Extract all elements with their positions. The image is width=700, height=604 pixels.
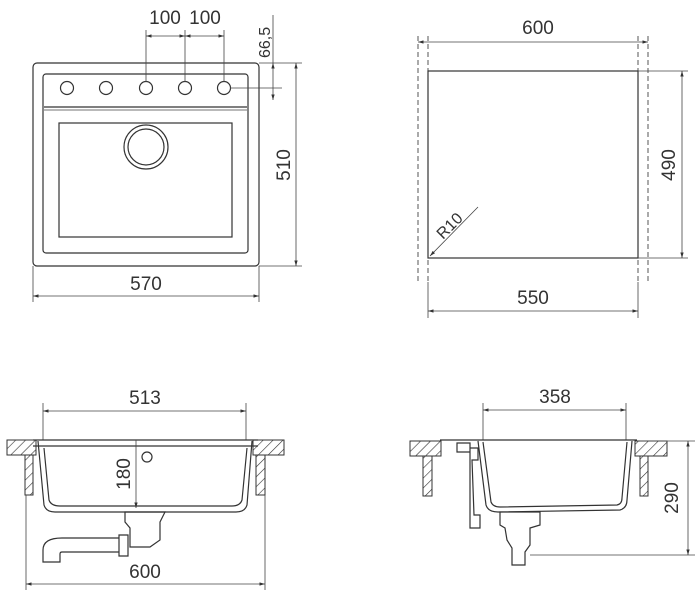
tap-hole xyxy=(98,80,114,96)
dim-overall-depth-290: 290 xyxy=(662,482,683,514)
drain-inner xyxy=(127,128,165,166)
tap-holes xyxy=(59,80,232,96)
cabinet-wall-left xyxy=(422,455,433,497)
dim-tap-spacing-1: 100 xyxy=(149,8,181,29)
dim-outer-width-600: 600 xyxy=(522,18,554,39)
front-section-view: 513 180 600 xyxy=(6,388,285,590)
tap-hole xyxy=(216,80,232,96)
dim-bowl-width-358: 358 xyxy=(539,387,571,408)
drain-outer xyxy=(123,124,169,170)
cutout-outline xyxy=(427,70,639,259)
drain-trap xyxy=(499,511,541,566)
dim-inner-width-550: 550 xyxy=(517,288,549,309)
dim-tap-spacing-2: 100 xyxy=(189,8,221,29)
bowl-section xyxy=(477,440,633,513)
sink-rim xyxy=(33,439,258,447)
dim-bowl-depth-180: 180 xyxy=(114,458,135,490)
cabinet-wall-right xyxy=(639,455,649,497)
tap-hole xyxy=(138,80,154,96)
drain-trap xyxy=(124,511,166,548)
bowl-section xyxy=(37,440,253,513)
countertop-right xyxy=(252,439,285,456)
tap-hole xyxy=(59,80,75,96)
top-view: 100 100 66,5 510 570 xyxy=(32,8,302,302)
deck-outline xyxy=(42,73,249,254)
overflow-pipe xyxy=(456,442,481,529)
dim-corner-radius: R10 xyxy=(434,210,467,243)
tap-hole xyxy=(177,80,193,96)
countertop-left xyxy=(6,439,37,456)
bowl-outline xyxy=(58,122,233,238)
dim-tap-offset: 66,5 xyxy=(257,27,274,58)
dim-depth-490: 490 xyxy=(659,149,680,181)
dim-bowl-width-513: 513 xyxy=(129,388,161,409)
dim-overall-width-600: 600 xyxy=(129,562,161,583)
countertop-left xyxy=(409,440,442,457)
waste-pipe xyxy=(42,534,129,563)
overflow-hole xyxy=(141,451,153,463)
dim-depth-510: 510 xyxy=(274,149,295,181)
dim-width-570: 570 xyxy=(130,274,162,295)
countertop-right xyxy=(634,440,668,457)
side-section-view: 358 290 xyxy=(409,387,695,566)
cabinet-wall-left xyxy=(24,454,34,496)
cabinet-wall-right xyxy=(255,454,266,496)
cutout-view: 600 490 550 R10 xyxy=(417,18,688,318)
